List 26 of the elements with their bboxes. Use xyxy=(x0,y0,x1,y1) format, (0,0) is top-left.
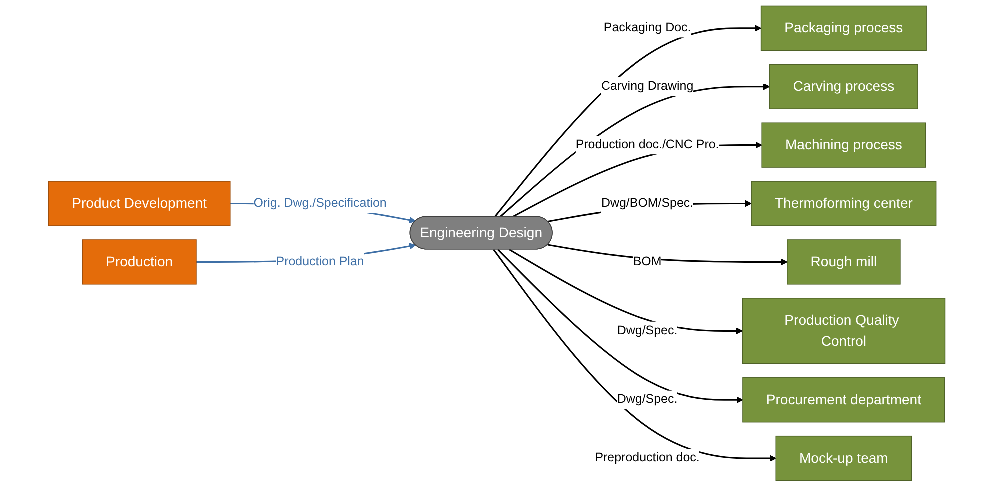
edge-label: Production doc./CNC Pro. xyxy=(576,138,720,152)
node-box: Product Development xyxy=(48,181,231,226)
arrow xyxy=(512,142,762,218)
edge-label: Packaging Doc. xyxy=(604,21,692,35)
edge-label: Dwg/Spec. xyxy=(617,393,678,406)
node-box: Production Quality Control xyxy=(742,298,946,364)
node-box: Machining process xyxy=(762,122,926,168)
arrow xyxy=(509,249,743,335)
edge-label: Preproduction doc. xyxy=(595,452,700,465)
arrow xyxy=(493,249,776,462)
arrow xyxy=(494,25,762,218)
edge-label: Production Plan xyxy=(276,255,364,268)
edge-label: BOM xyxy=(633,255,662,268)
node-box: Rough mill xyxy=(787,240,901,285)
node-box: Carving process xyxy=(770,64,918,110)
node-box: Mock-up team xyxy=(776,436,912,482)
edge-label: Dwg/Spec. xyxy=(617,324,678,338)
arrow xyxy=(500,83,770,218)
edge-label: Carving Drawing xyxy=(601,80,694,94)
edge-label: Dwg/BOM/Spec. xyxy=(601,196,694,210)
arrow xyxy=(497,249,744,404)
node-box: Thermoforming center xyxy=(751,181,937,226)
node-box: Procurement department xyxy=(742,378,946,423)
node-box: Packaging process xyxy=(760,6,927,52)
edge-label: Orig. Dwg./Specification xyxy=(254,196,387,210)
node-box: Production xyxy=(82,240,197,285)
